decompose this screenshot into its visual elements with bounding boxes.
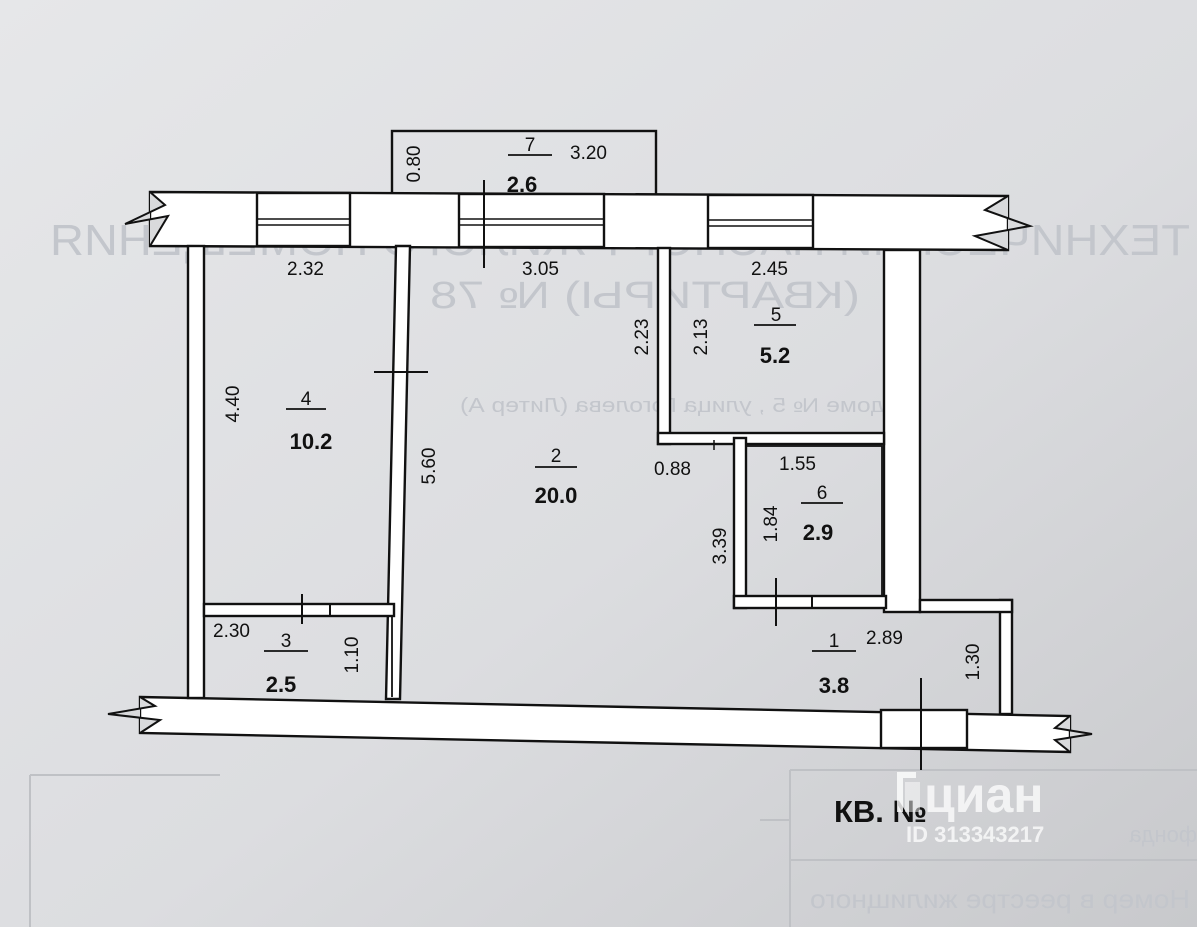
dim-5-60: 5.60: [419, 448, 440, 485]
cian-watermark: циан ID 313343217: [897, 767, 1044, 847]
wall-corridor-top: [918, 598, 1014, 614]
room-4-area: 10.2: [290, 429, 333, 454]
room-2-area: 20.0: [535, 483, 578, 508]
dim-3-39: 3.39: [710, 528, 731, 565]
cian-logo-icon: [897, 772, 920, 812]
ghost-address: в доме № 5 , улица Гоголева (Литер А): [460, 395, 905, 417]
ghost-footer-2: Номер в реестре жилищного: [810, 884, 1190, 914]
dim-1-30: 1.30: [963, 644, 984, 681]
room-6-number: 6: [817, 483, 828, 504]
watermark-id: ID 313343217: [906, 822, 1044, 847]
room-5-area: 5.2: [760, 343, 791, 368]
room-3-area: 2.5: [266, 672, 297, 697]
room-2-number: 2: [551, 446, 562, 467]
dim-2-32: 2.32: [287, 259, 324, 280]
dim-2-89: 2.89: [866, 628, 903, 649]
dim-2-23: 2.23: [632, 319, 653, 356]
break-right-top: [971, 195, 1034, 251]
dim-3-20: 3.20: [570, 143, 607, 164]
dimension-labels: 3.20 0.80 2.32 3.05 2.45 2.23 2.13 4.40 …: [213, 143, 984, 680]
walls: [107, 129, 1093, 754]
room-7-number: 7: [525, 135, 536, 156]
room-1-number: 1: [829, 631, 840, 652]
ghost-footer-1: фонда: [1129, 822, 1197, 847]
break-left-top: [124, 191, 170, 247]
wall-left: [186, 244, 206, 700]
dim-2-30: 2.30: [213, 621, 250, 642]
room-7-area: 2.6: [507, 172, 538, 197]
form-table-lines: [29, 769, 1197, 927]
dim-1-84: 1.84: [761, 505, 782, 542]
entrance-door: [879, 708, 969, 750]
break-left-bottom: [107, 696, 163, 734]
dim-3-05: 3.05: [522, 259, 559, 280]
dim-2-13: 2.13: [691, 319, 712, 356]
wall-room6-left: [732, 436, 748, 610]
apartment-caption: КВ. №: [834, 794, 927, 829]
wall-right: [882, 248, 922, 614]
dim-4-40: 4.40: [223, 386, 244, 423]
room-underlines: [264, 154, 856, 652]
balcony-door: [457, 192, 606, 249]
inner-lines: [204, 445, 883, 697]
ghost-subheader: (КВАРТИРЫ) № 78: [430, 275, 860, 317]
door-markers: [301, 180, 922, 770]
wall-room6-bottom: [732, 594, 888, 610]
wall-room4-room2: [384, 244, 412, 701]
wall-room5-left: [656, 246, 672, 446]
dim-0-80: 0.80: [404, 146, 425, 183]
dim-2-45: 2.45: [751, 259, 788, 280]
window-top-2: [706, 193, 815, 250]
room-5-number: 5: [771, 305, 782, 326]
room-1-area: 3.8: [819, 673, 850, 698]
room-labels: 7 2.6 4 10.2 2 20.0 5 5.2 6 2.9 3 2.5 1 …: [266, 135, 850, 698]
watermark-brand: циан: [924, 767, 1043, 823]
wall-right-lower: [998, 598, 1014, 716]
wall-room5-bottom: [656, 431, 886, 446]
room-6-area: 2.9: [803, 520, 834, 545]
wall-room4-room3: [202, 602, 396, 618]
dim-1-10: 1.10: [342, 637, 363, 674]
room-3-number: 3: [281, 631, 292, 652]
dim-0-88: 0.88: [654, 459, 691, 480]
dim-1-55: 1.55: [779, 454, 816, 475]
break-right-bottom: [1052, 715, 1093, 753]
room-4-number: 4: [301, 389, 312, 410]
